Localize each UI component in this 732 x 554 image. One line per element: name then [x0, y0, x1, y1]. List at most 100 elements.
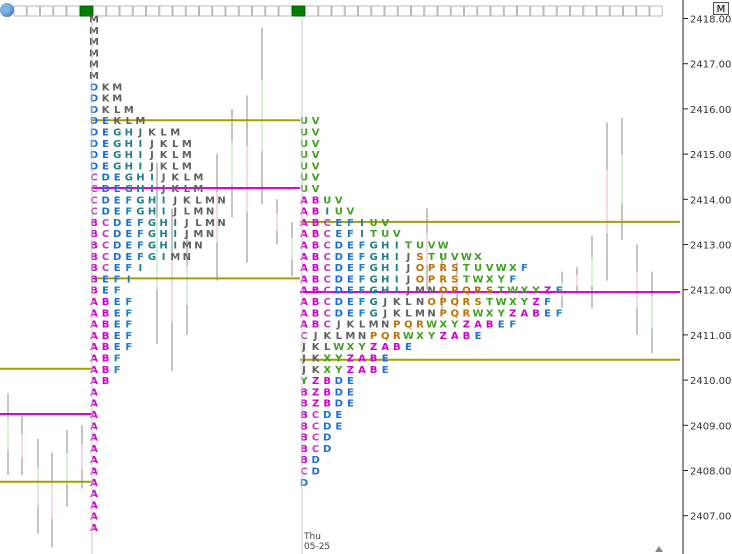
session-cell[interactable]: [26, 5, 40, 17]
session-cell[interactable]: [305, 5, 319, 17]
session-cell[interactable]: [424, 5, 438, 17]
session-cell[interactable]: [199, 5, 213, 17]
session-cell[interactable]: [318, 5, 332, 17]
session-cell[interactable]: [93, 5, 107, 17]
session-cell[interactable]: [649, 5, 663, 17]
tpo-letter: B: [312, 297, 320, 308]
session-cell[interactable]: [40, 5, 54, 17]
session-cell[interactable]: [331, 5, 345, 17]
tpo-letter: J: [406, 274, 411, 285]
tpo-letter: A: [90, 331, 98, 342]
tpo-letter: L: [114, 105, 121, 116]
session-cell[interactable]: [411, 5, 425, 17]
tpo-letter: S: [486, 286, 493, 297]
session-selector-strip[interactable]: [13, 5, 663, 17]
tpo-letter: X: [486, 308, 494, 319]
session-cell[interactable]: [291, 5, 305, 17]
session-cell[interactable]: [358, 5, 372, 17]
tpo-letter: D: [335, 399, 343, 410]
tpo-letter: A: [90, 342, 98, 353]
session-cell[interactable]: [609, 5, 623, 17]
session-cell[interactable]: [172, 5, 186, 17]
tpo-letter: E: [114, 331, 121, 342]
tpo-letter: J: [313, 331, 318, 342]
session-cell[interactable]: [623, 5, 637, 17]
chart-frame: [91, 0, 684, 554]
tpo-letter: B: [300, 387, 308, 398]
tpo-letter: B: [102, 365, 110, 376]
tpo-letter: X: [323, 354, 331, 365]
tpo-letter: B: [393, 342, 401, 353]
session-cell[interactable]: [556, 5, 570, 17]
session-cell[interactable]: [490, 5, 504, 17]
session-cell[interactable]: [66, 5, 80, 17]
session-cell[interactable]: [225, 5, 239, 17]
session-cell[interactable]: [13, 5, 27, 17]
tpo-letter: B: [486, 320, 494, 331]
tpo-letter: B: [102, 297, 110, 308]
tpo-letter: X: [347, 342, 355, 353]
tpo-letter: J: [149, 150, 154, 161]
tpo-letter: D: [101, 207, 109, 218]
session-cell[interactable]: [477, 5, 491, 17]
tpo-letter: I: [150, 173, 154, 184]
session-cell[interactable]: [437, 5, 451, 17]
session-cell[interactable]: [146, 5, 160, 17]
tpo-letter: A: [521, 308, 529, 319]
session-cell[interactable]: [132, 5, 146, 17]
session-cell[interactable]: [583, 5, 597, 17]
session-cell[interactable]: [185, 5, 199, 17]
session-cell[interactable]: [503, 5, 517, 17]
tpo-letter: N: [427, 308, 435, 319]
tpo-letter: A: [90, 500, 98, 511]
tpo-letter: W: [403, 331, 414, 342]
tpo-letter: B: [312, 241, 320, 252]
tpo-letter: E: [102, 128, 109, 139]
tpo-letter: I: [325, 207, 329, 218]
tpo-letter: A: [300, 241, 308, 252]
session-cell[interactable]: [252, 5, 266, 17]
session-cell[interactable]: [636, 5, 650, 17]
mode-button[interactable]: M: [713, 2, 729, 15]
session-cell[interactable]: [517, 5, 531, 17]
tpo-letter: G: [148, 241, 156, 252]
tpo-letter: R: [439, 274, 447, 285]
tpo-letter: F: [137, 218, 144, 229]
session-cell[interactable]: [543, 5, 557, 17]
tpo-letter: H: [125, 128, 133, 139]
session-cell[interactable]: [79, 5, 93, 17]
session-cell[interactable]: [159, 5, 173, 17]
session-cell[interactable]: [212, 5, 226, 17]
tpo-letter: L: [324, 342, 331, 353]
tpo-letter: E: [347, 241, 354, 252]
session-cell[interactable]: [106, 5, 120, 17]
session-cell[interactable]: [596, 5, 610, 17]
session-cell[interactable]: [397, 5, 411, 17]
session-cell[interactable]: [464, 5, 478, 17]
tpo-letter: B: [102, 376, 110, 387]
session-cell[interactable]: [278, 5, 292, 17]
tpo-letter: E: [405, 342, 412, 353]
tpo-letter: P: [428, 263, 435, 274]
tpo-letter: E: [382, 365, 389, 376]
tpo-letter: F: [556, 286, 563, 297]
settings-dot-icon[interactable]: [0, 3, 14, 17]
session-cell[interactable]: [265, 5, 279, 17]
session-cell[interactable]: [344, 5, 358, 17]
session-cell[interactable]: [119, 5, 133, 17]
session-cell[interactable]: [384, 5, 398, 17]
tpo-letter: W: [333, 342, 344, 353]
tpo-letter: A: [358, 354, 366, 365]
tpo-letter: M: [182, 150, 192, 161]
y-tick-label: 2407.00: [690, 512, 731, 523]
session-cell[interactable]: [238, 5, 252, 17]
tpo-letter: L: [172, 161, 179, 172]
tpo-letter: Y: [450, 320, 459, 331]
session-cell[interactable]: [570, 5, 584, 17]
session-cell[interactable]: [53, 5, 67, 17]
session-cell[interactable]: [530, 5, 544, 17]
session-cell[interactable]: [371, 5, 385, 17]
tpo-letter: I: [139, 161, 143, 172]
session-cell[interactable]: [450, 5, 464, 17]
